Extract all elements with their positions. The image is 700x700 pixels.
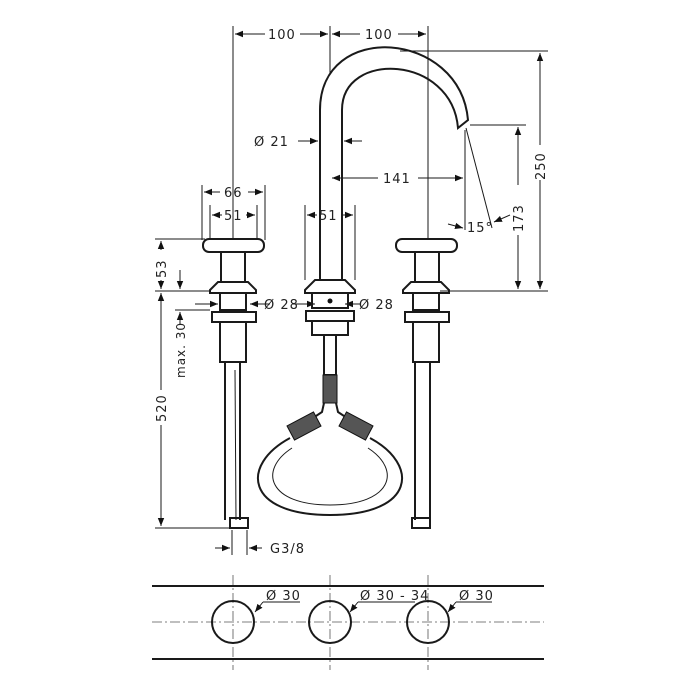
dimension-lines xyxy=(157,30,544,552)
dim-total-height: 250 xyxy=(534,152,549,180)
dimension-labels: 100 100 Ø 21 141 66 51 51 15° 250 173 53… xyxy=(155,28,549,557)
left-handle xyxy=(202,238,265,529)
plan-right-hole-label: Ø 30 xyxy=(459,589,494,604)
dim-max-deck: max. 30 xyxy=(174,322,188,378)
dim-handle-width: 66 xyxy=(224,186,243,201)
dim-hose-length: 520 xyxy=(155,394,170,422)
spout xyxy=(256,46,470,517)
plan-view: Ø 30 Ø 30 - 34 Ø 30 xyxy=(152,575,544,670)
dim-handle-base-width: 51 xyxy=(224,209,243,224)
dim-left-spacing: 100 xyxy=(268,28,296,43)
plan-center-hole-label: Ø 30 - 34 xyxy=(360,589,429,604)
dim-spout-reach: 141 xyxy=(383,172,411,187)
right-hole xyxy=(406,600,450,644)
extension-lines xyxy=(155,26,548,555)
dim-spout-shank: Ø 28 xyxy=(359,298,394,313)
dim-spout-base-width: 51 xyxy=(319,209,338,224)
dim-outlet-angle: 15° xyxy=(467,221,493,236)
dim-handle-shank: Ø 28 xyxy=(264,298,299,313)
left-hole xyxy=(211,600,255,644)
dim-handle-height: 53 xyxy=(155,259,170,278)
dim-outlet-height: 173 xyxy=(512,204,527,232)
dim-right-spacing: 100 xyxy=(365,28,393,43)
right-handle xyxy=(395,238,458,529)
dim-spout-diameter: Ø 21 xyxy=(254,135,289,150)
center-hole xyxy=(308,600,352,644)
dim-thread: G3/8 xyxy=(270,542,305,557)
plan-left-hole-label: Ø 30 xyxy=(266,589,301,604)
